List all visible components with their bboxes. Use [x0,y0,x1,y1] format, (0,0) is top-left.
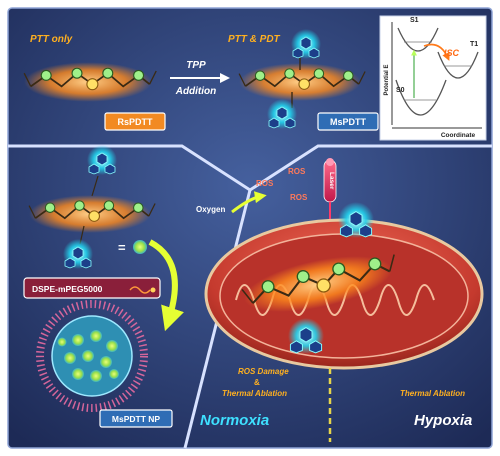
mspdtt-box [317,112,379,131]
oxygen-label: Oxygen [196,205,225,214]
thermal-ablation-label-1: Thermal Ablation [222,389,287,398]
tpp-group-top [290,28,322,60]
t1-curve [437,51,479,79]
tpp-label: TPP [186,60,206,71]
dspe-label: DSPE-mPEG5000 [32,284,103,294]
laser-label: Laser [328,172,335,190]
rspdtt-label: RsPDTT [117,117,153,127]
tpp-group-np-top [86,144,118,176]
s0-label: S0 [396,87,405,94]
hypoxia-label: Hypoxia [414,412,472,429]
tpp-group-mito-2 [287,317,325,355]
peg-chain-icon [129,286,151,294]
ros-label-3: ROS [290,193,308,202]
assembly-arrow [148,239,184,332]
t1-label: T1 [470,41,478,48]
ptt-pdt-label: PTT & PDT [228,34,281,45]
rspdtt-box [104,112,166,131]
dspe-box [23,277,161,299]
energy-y-label: Potential E [384,64,390,95]
oxygen-arrow [231,191,267,214]
energy-x-label: Coordinate [441,132,476,139]
equals-sign: = [118,240,126,255]
tpp-group-bottom [266,98,298,130]
normoxia-label: Normoxia [200,412,269,429]
peg-head-icon [150,287,156,293]
isc-label: ISC [444,48,460,58]
ros-damage-label: ROS Damage [238,367,289,376]
mspdtt-label: MsPDTT [330,117,367,127]
isc-arrow [423,43,450,61]
energy-diagram-panel [379,15,487,141]
laser-probe [323,158,337,230]
s1-curve [397,27,439,52]
ptt-only-label: PTT only [30,34,73,45]
ros-label-2: ROS [288,167,306,176]
linker-top [91,175,99,197]
nanoparticle [36,300,148,412]
tpp-group-mito-1 [337,201,375,239]
addition-label: Addition [175,86,217,97]
ampersand-label: & [254,378,260,387]
s1-label: S1 [410,17,419,24]
np-box [99,409,173,428]
tpp-group-np-bottom [62,238,94,270]
mspdtt-dot [133,240,147,254]
s0-curve [395,79,447,116]
np-label: MsPDTT NP [112,414,161,424]
thermal-ablation-label-2: Thermal Ablation [400,389,465,398]
ros-label-1: ROS [256,179,274,188]
